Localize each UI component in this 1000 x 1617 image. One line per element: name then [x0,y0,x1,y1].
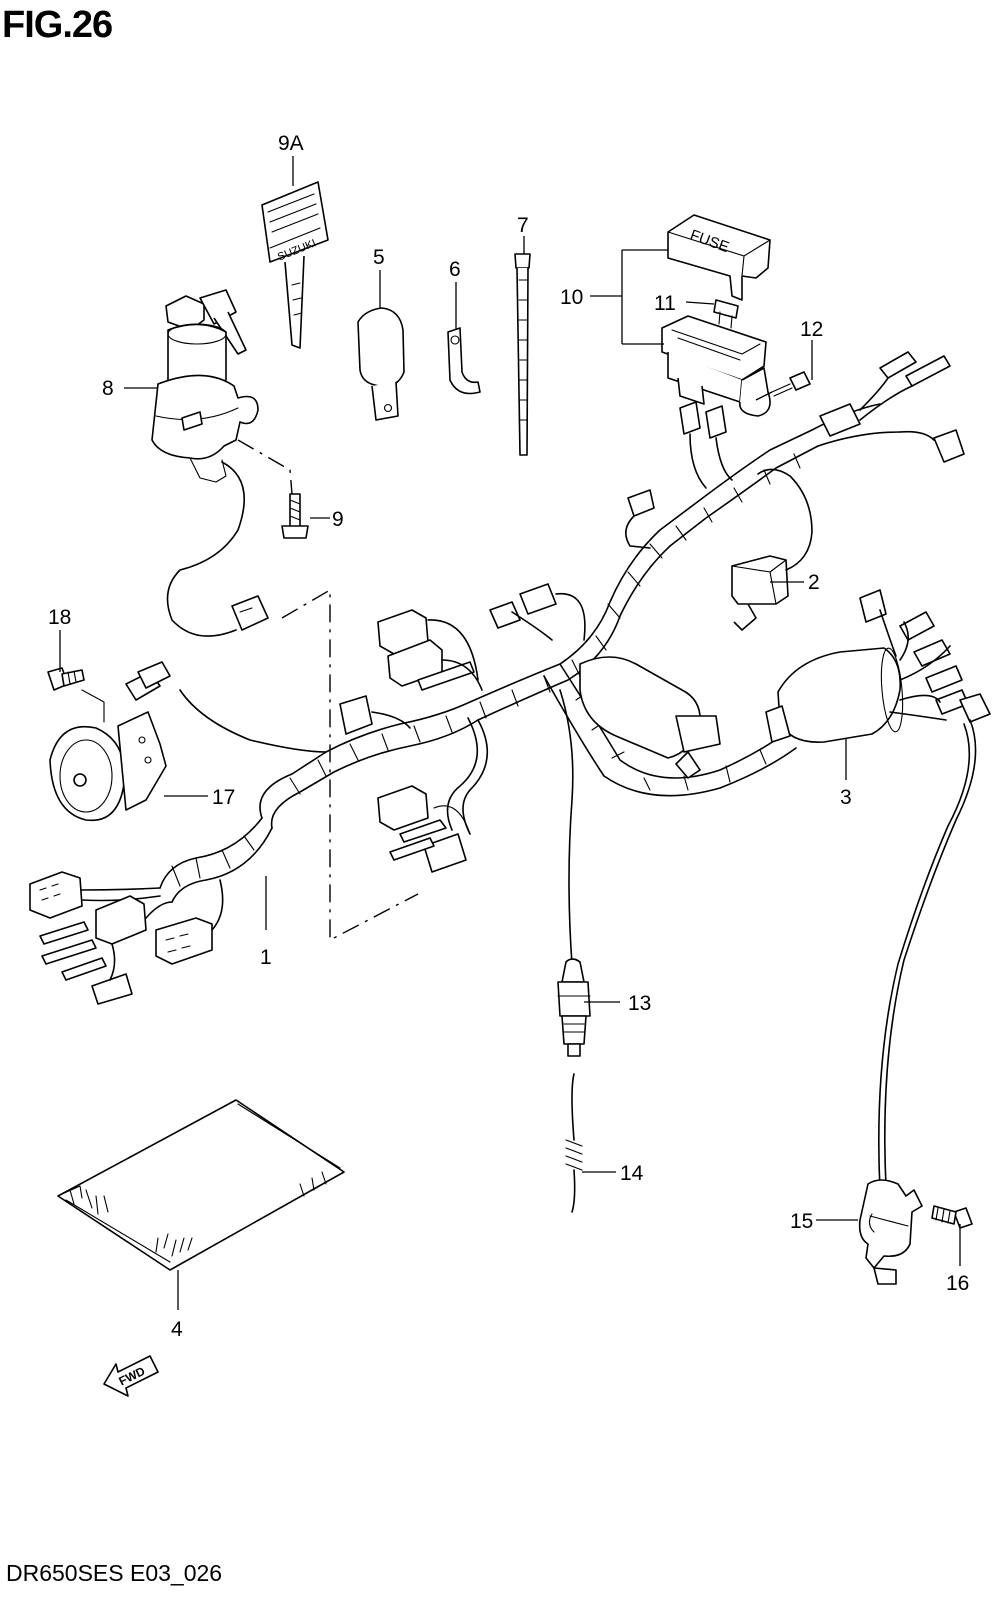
screw-9-drawing [281,493,309,539]
callout-14: 14 [620,1162,644,1185]
switch-15-drawing [858,719,977,1285]
screw-12-drawing [771,371,811,397]
drawing-reference-code: DR650SES E03_026 [6,1560,223,1586]
callout-8: 8 [102,377,114,400]
fuse-cover-drawing: FUSE [667,214,771,301]
callout-9A: 9A [278,132,304,155]
leader-lines [59,156,961,1310]
callout-17: 17 [212,786,235,809]
screw-16-drawing [931,1205,973,1229]
ignition-screw-guide [237,439,293,495]
callout-3: 3 [840,786,852,809]
ignition-coil-drawing [579,589,991,779]
fuse-box-drawing [661,315,771,417]
sensor-13-drawing [557,958,591,1057]
horn-drawing [49,689,167,822]
ignition-switch-drawing [151,289,259,483]
callout-1: 1 [260,946,272,969]
bracket-drawing [447,327,481,395]
forward-direction-icon: FWD [103,1355,159,1397]
callout-18: 18 [48,606,71,629]
cable-tie-drawing [514,253,531,456]
callout-10: 10 [560,286,583,309]
fuse-screw-guide [755,391,773,401]
callout-5: 5 [373,246,385,269]
figure-title: FIG.26 [2,4,113,46]
callout-9: 9 [332,508,344,531]
cover-boot-drawing [357,307,405,421]
callout-2: 2 [808,571,820,594]
relay-drawing [731,468,813,631]
assembly-outline [281,588,419,942]
callout-11: 11 [654,292,676,315]
spring-14-drawing [565,1073,583,1213]
bolt-18-drawing [47,667,85,691]
callout-13: 13 [628,992,651,1015]
fuse-drawing [713,299,739,329]
callout-16: 16 [946,1272,969,1295]
callout-6: 6 [449,258,461,281]
callout-12: 12 [800,318,823,341]
manual-sheet-drawing [57,1099,345,1271]
callout-7: 7 [517,214,529,237]
key-drawing: SUZUKI [261,181,329,349]
callout-15: 15 [790,1210,813,1233]
callout-4: 4 [171,1318,183,1341]
